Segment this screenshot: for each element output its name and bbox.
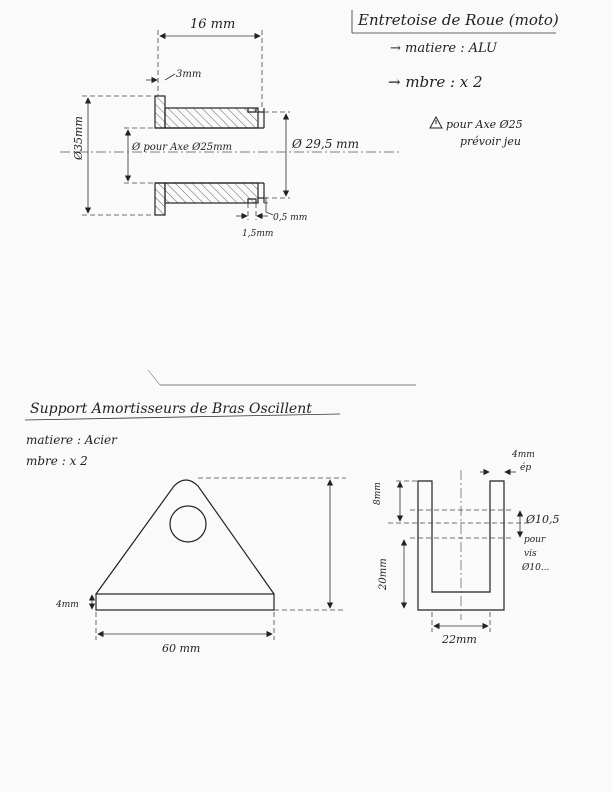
support-dim-base-label: 60 mm xyxy=(162,642,200,655)
spacer-upper-body xyxy=(164,107,259,129)
spacer-dim-flange-label: 3mm xyxy=(176,69,201,80)
spacer-dim-flange-leader xyxy=(164,73,176,81)
spacer-dim-groove-depth-label: 0,5 mm xyxy=(273,213,307,223)
support-dim-height-label: 20mm xyxy=(378,558,389,591)
spacer-lower-groove xyxy=(247,198,257,203)
support-material: matiere : Acier xyxy=(26,433,118,447)
spacer-note-line1: pour Axe Ø25 xyxy=(446,118,523,131)
support-dim-hole-note-3: Ø10... xyxy=(521,562,550,573)
support-dim-hole-note-2: vis xyxy=(524,549,537,559)
support-title-underline xyxy=(24,413,341,421)
spacer-dim-groove-width-label: 1,5mm xyxy=(242,229,273,239)
spacer-quantity: → mbre : x 2 xyxy=(388,73,483,91)
support-dim-hole-dia-label: Ø10,5 xyxy=(525,513,560,526)
support-dim-wall-label-2: ép xyxy=(520,462,531,473)
spacer-dim-shoulder-label: Ø 29,5 mm xyxy=(291,137,359,151)
spacer-dim-width-label: 16 mm xyxy=(190,17,235,32)
support-dim-plate-label: 4mm xyxy=(55,600,79,610)
spacer-title: Entretoise de Roue (moto) xyxy=(357,11,559,29)
spacer-dim-bore-label: Ø pour Axe Ø25mm xyxy=(131,142,232,153)
support-front-base xyxy=(95,593,275,611)
spacer-dim-od-label: Ø35mm xyxy=(72,116,85,161)
spacer-note-line2: prévoir jeu xyxy=(460,135,521,148)
warning-triangle-icon xyxy=(429,115,443,129)
support-dim-hole-offset-label: 8mm xyxy=(373,482,383,505)
spacer-lower-flange xyxy=(154,182,166,216)
spacer-upper-groove xyxy=(247,108,257,113)
support-dim-wall-label: 4mm xyxy=(511,450,535,460)
spacer-material: → matiere : ALU xyxy=(390,41,498,56)
support-side-channel xyxy=(417,480,505,611)
spacer-dim-groove-depth-leader xyxy=(265,211,274,216)
spacer-section: Entretoise de Roue (moto) → matiere : AL… xyxy=(60,10,559,239)
support-dim-hole-note-1: pour xyxy=(524,535,546,545)
support-quantity: mbre : x 2 xyxy=(26,454,88,468)
support-section: Support Amortisseurs de Bras Oscillent m… xyxy=(24,401,560,655)
spacer-upper-flange xyxy=(154,95,166,129)
support-title: Support Amortisseurs de Bras Oscillent xyxy=(30,401,312,417)
spacer-lower-body xyxy=(164,182,259,204)
section-separator-tick xyxy=(147,369,161,386)
support-dim-inner-label: 22mm xyxy=(441,633,477,646)
support-front-plate xyxy=(95,479,275,595)
support-front-hole xyxy=(169,505,207,543)
